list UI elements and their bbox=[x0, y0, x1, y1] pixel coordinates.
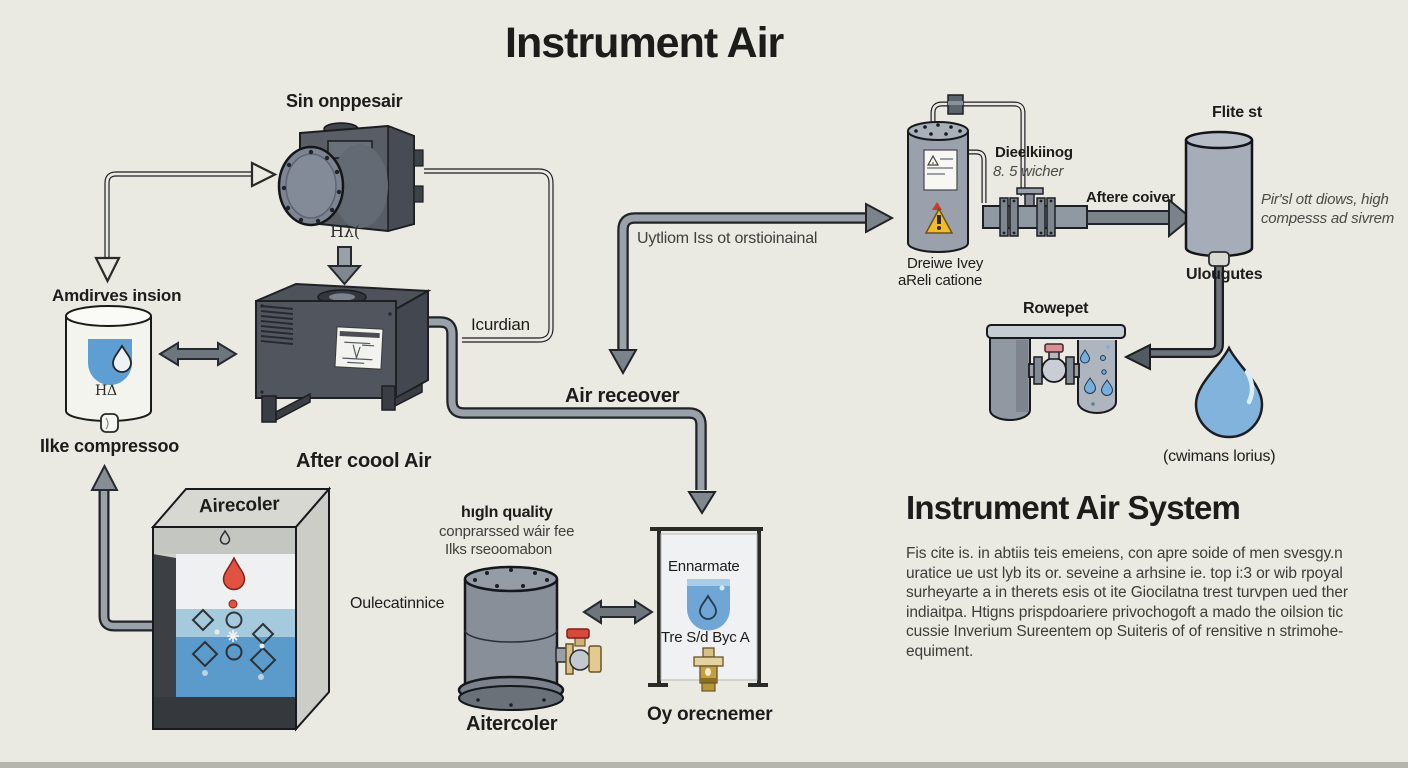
valve-handle bbox=[1016, 187, 1044, 195]
paragraph-line: surheyarte a in therets esis ot ite Gioc… bbox=[906, 584, 1348, 602]
aftercooler-vessel-label: Aitercoler bbox=[466, 713, 558, 735]
dryer-unit bbox=[986, 324, 1126, 421]
high-quality-line3: Ilks rseoomabon bbox=[445, 541, 553, 558]
arrow-down-icon bbox=[687, 491, 717, 515]
inner-panel bbox=[153, 554, 176, 708]
filter-vessel bbox=[1184, 130, 1254, 267]
drain-line2: aReli catione bbox=[898, 272, 983, 289]
compressor-symbol: Hλ( bbox=[330, 222, 360, 241]
double-arrow-icon bbox=[158, 341, 238, 367]
cwimans-label: (cwimans lorius) bbox=[1163, 448, 1276, 465]
receiver-tank bbox=[907, 94, 1193, 253]
aftercooler-out-pipe bbox=[419, 316, 717, 515]
tank-label bbox=[923, 149, 958, 191]
ulougutes-label: Ulougutes bbox=[1186, 266, 1263, 283]
intake-compressor-label: Ilke compressoo bbox=[40, 436, 180, 456]
receiver-vessel bbox=[648, 527, 768, 692]
paragraph-line: uratice ue ust lyb its or. seveine a arh… bbox=[906, 564, 1343, 582]
paragraph-line: equiment. bbox=[906, 642, 974, 660]
air-receiver-label: Air receover bbox=[565, 385, 680, 407]
oulecatinnice-label: Oulecatinnice bbox=[350, 595, 445, 612]
droplet-icon bbox=[699, 594, 717, 620]
arrow-right-icon bbox=[1168, 197, 1193, 239]
info-panel-heading: Instrument Air System bbox=[906, 489, 1241, 526]
bottom-strip bbox=[0, 762, 1408, 768]
nameplate bbox=[334, 326, 384, 370]
droplets-icon bbox=[1079, 345, 1114, 406]
arrow-down-icon bbox=[326, 265, 363, 286]
compressor-label: Sin onppesair bbox=[286, 91, 403, 111]
utility-line-label: Uytliom Iss ot orstioinainal bbox=[637, 230, 818, 247]
ambient-intake-label: Amdirves insion bbox=[52, 286, 182, 305]
red-droplet-icon bbox=[222, 556, 246, 591]
aftercooler-barrel bbox=[457, 565, 602, 711]
paragraph-line: Fis cite is. in abtiis teis emeiens, con… bbox=[906, 545, 1343, 562]
arrow-down-icon bbox=[94, 256, 121, 284]
tre-sd-byc-label: Tre S/d Byc A bbox=[661, 629, 750, 646]
dryer-name-label: Dieelkiinog bbox=[995, 144, 1073, 161]
dryer-sub-label: 8. 5 wicher bbox=[993, 163, 1064, 180]
aircooler-box bbox=[150, 486, 332, 732]
filter-label: Flite st bbox=[1212, 104, 1262, 121]
intake-elbow-pipe bbox=[94, 161, 278, 284]
aircooler-intake-pipe bbox=[90, 463, 152, 632]
droplet-glyph-icon bbox=[219, 529, 231, 545]
info-panel-paragraph: Fis cite is. in abtiis teis emeiens, con… bbox=[906, 544, 1408, 662]
oy-orecnemer-label: Oy orecnemer bbox=[647, 704, 773, 725]
water-level-icon bbox=[687, 579, 730, 631]
after-receiver-label: Aftere coiver bbox=[1086, 189, 1176, 206]
double-arrow-icon bbox=[582, 599, 654, 625]
ambient-tank-symbol: HΔ bbox=[95, 383, 117, 399]
arrow-right-icon bbox=[865, 202, 895, 234]
drain-line1: Dreiwe Ivey bbox=[907, 255, 984, 272]
compressor-down-arrow bbox=[326, 246, 363, 286]
compressor-machine bbox=[277, 122, 424, 233]
arrow-left-icon bbox=[1123, 343, 1151, 371]
aircooler-box-label: Airecoler bbox=[198, 493, 280, 518]
dryer-top-plate bbox=[986, 324, 1126, 339]
high-quality-line2: conprarssed wáir fee bbox=[439, 523, 575, 540]
branch-pipe bbox=[608, 202, 895, 376]
after-cool-air-label: After coool Air bbox=[296, 450, 432, 472]
water-droplet-icon bbox=[1194, 345, 1264, 439]
drain-valve bbox=[555, 628, 602, 675]
valve-ball bbox=[1041, 357, 1067, 383]
snowflake-icon bbox=[227, 630, 239, 642]
red-mark-icon bbox=[932, 202, 942, 210]
paragraph-line: indiaitpa. Htigns prispdoariere privocho… bbox=[906, 603, 1344, 621]
ambient-tank bbox=[65, 305, 152, 433]
filter-down-pipe bbox=[1123, 258, 1224, 371]
filter-note-line1: Pir'sl ott diows, high bbox=[1261, 191, 1389, 208]
bottom-valve bbox=[693, 647, 724, 692]
icurdian-label: Icurdian bbox=[471, 315, 530, 334]
filter-note-line2: compesss ad sivrem bbox=[1261, 210, 1395, 227]
valve-cap bbox=[1044, 343, 1064, 353]
arrow-down-icon bbox=[608, 349, 638, 376]
arrow-right-icon bbox=[250, 161, 278, 188]
rowepet-label: Rowepet bbox=[1023, 300, 1089, 317]
valve-cap bbox=[566, 628, 590, 639]
condensation-icons bbox=[191, 556, 277, 680]
page-title: Instrument Air bbox=[505, 19, 784, 67]
ennarmate-label: Ennarmate bbox=[668, 558, 740, 575]
high-quality-line1: hıgln quality bbox=[461, 504, 553, 521]
arrow-up-icon bbox=[90, 463, 119, 491]
droplet-icon bbox=[112, 344, 132, 373]
aftercooler-box bbox=[255, 282, 432, 423]
paragraph-line: cussie Inverium Sureentem op Suiteris of… bbox=[906, 623, 1344, 641]
compressor-out-pipe bbox=[424, 168, 554, 343]
